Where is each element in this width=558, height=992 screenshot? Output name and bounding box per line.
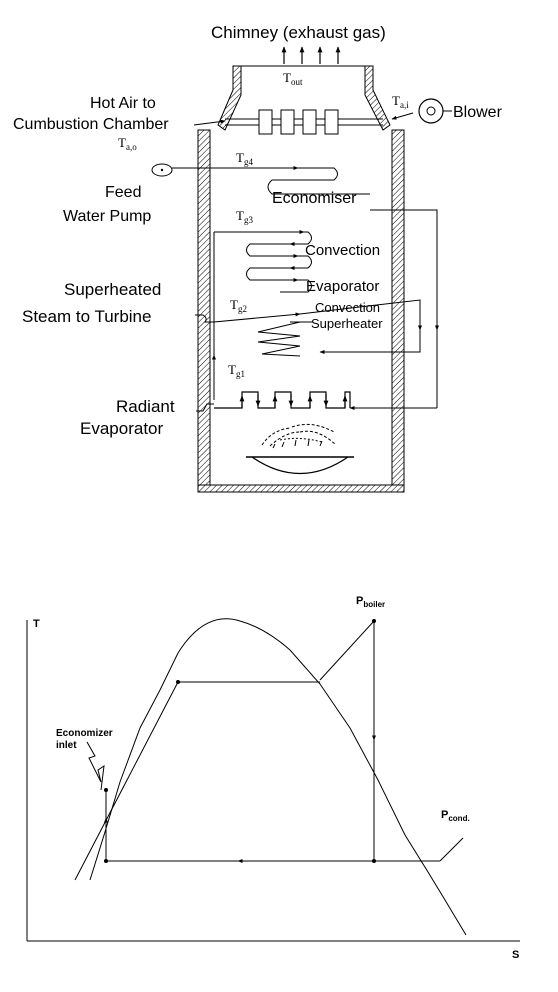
bottom-wall: [197, 484, 405, 493]
feed-pump-icon: [151, 163, 186, 177]
chimney-right-wall: [364, 65, 391, 131]
right-wall: [391, 129, 405, 486]
radiant-leader: [196, 403, 214, 412]
chimney-left-wall: [217, 65, 242, 131]
state-points: [104, 619, 376, 863]
x-axis-label: S: [512, 949, 519, 961]
evaporator-label: Evaporator: [306, 278, 379, 295]
steam-outlet-line: [195, 314, 214, 323]
radiant-evaporator-tubes: [214, 391, 351, 409]
boiler-leader: [319, 620, 375, 681]
convection-label: Convection: [305, 242, 380, 259]
econ-inlet-pointer: [86, 741, 105, 791]
p-cond-label: Pcond.: [441, 809, 470, 823]
p-boiler-label: Pboiler: [356, 595, 385, 609]
chimney-label: Chimney (exhaust gas): [211, 23, 386, 42]
t-ao-label: Ta,o: [118, 135, 137, 152]
convection-evaporator-coil: [214, 230, 312, 293]
t-g2-label: Tg2: [230, 297, 247, 314]
blower-icon: [418, 98, 452, 124]
conv-sh-label-2: Superheater: [311, 316, 383, 331]
t-g3-label: Tg3: [236, 208, 253, 225]
superheated-label-1: Superheated: [64, 280, 161, 299]
econ-inlet-label-1: Economizer: [56, 728, 113, 739]
conv-sh-label-1: Convection: [315, 300, 380, 315]
state-point: [372, 859, 376, 863]
feed-label-2: Water Pump: [63, 208, 151, 225]
blower-label: Blower: [453, 104, 503, 121]
y-axis-label: T: [33, 618, 40, 630]
cond-leader: [439, 837, 464, 862]
state-point: [372, 619, 376, 623]
superheater-coil: [213, 299, 422, 357]
boiler-wall: [197, 65, 405, 493]
state-point: [104, 859, 108, 863]
hot-air-arrow: [193, 119, 226, 126]
boiler-schematic: Chimney (exhaust gas) Tout Ta,: [13, 23, 503, 493]
saturation-dome: [89, 618, 467, 936]
econ-inlet-label-2: inlet: [56, 740, 77, 751]
axes: [26, 620, 520, 942]
feed-label-1: Feed: [105, 184, 141, 201]
left-wall: [197, 129, 211, 486]
hot-air-label-2: Cumbustion Chamber: [13, 116, 169, 133]
t-g4-label: Tg4: [236, 150, 253, 167]
t-out-label: Tout: [283, 70, 303, 87]
economiser-tubes: [186, 166, 439, 410]
state-point: [104, 788, 108, 792]
air-preheater: [225, 109, 414, 135]
radiant-label-1: Radiant: [116, 397, 175, 416]
radiant-label-2: Evaporator: [80, 419, 163, 438]
t-g1-label: Tg1: [228, 362, 245, 379]
burner-flame-icon: [246, 423, 354, 474]
ts-diagram: T S Pboiler Pcond. Economizer inlet: [26, 595, 520, 961]
t-ai-label: Ta,i: [392, 93, 409, 110]
hot-air-label-1: Hot Air to: [90, 95, 156, 112]
economiser-label: Economiser: [272, 190, 357, 207]
compressed-liquid-line: [74, 681, 179, 881]
superheated-label-2: Steam to Turbine: [22, 307, 151, 326]
state-point: [176, 680, 180, 684]
